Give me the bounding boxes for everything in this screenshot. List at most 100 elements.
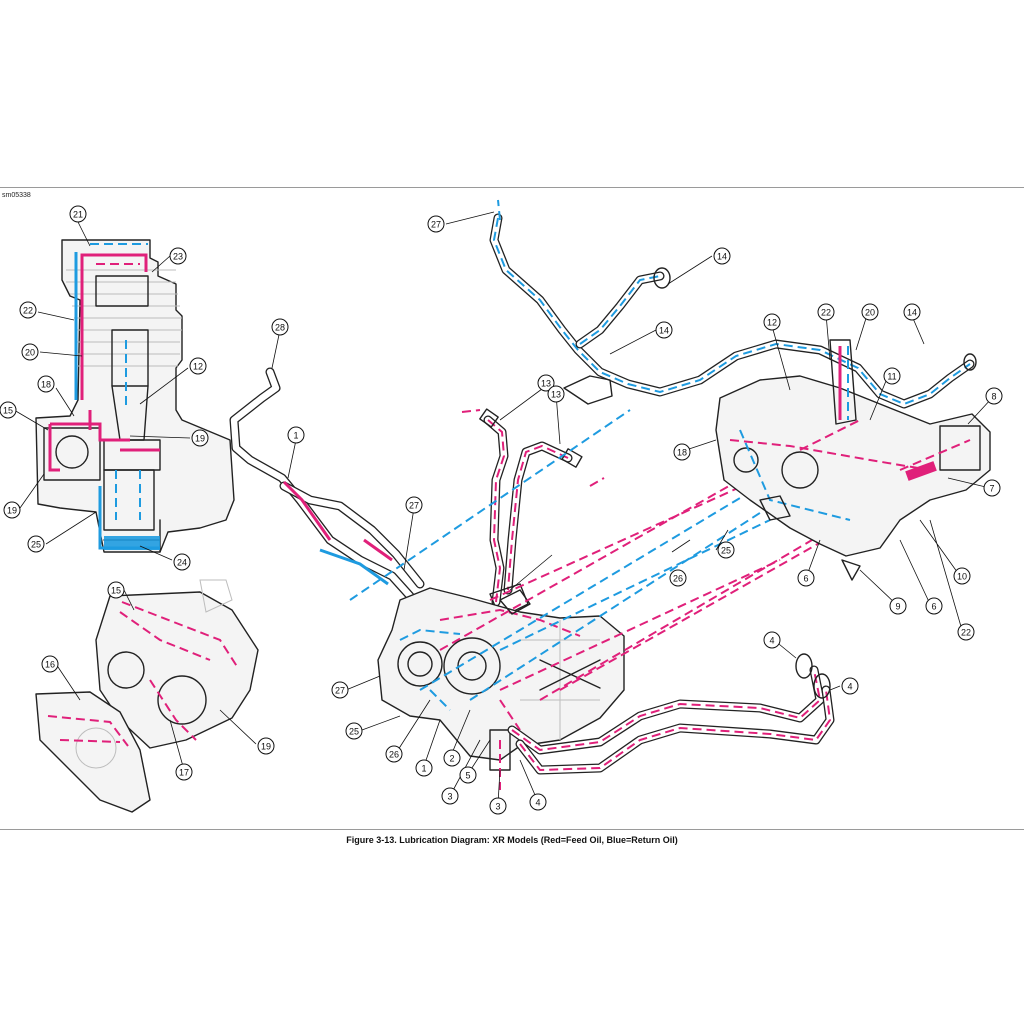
callout-22: 22 [19, 301, 37, 319]
callout-circle [441, 787, 459, 805]
callout-number: 10 [957, 572, 967, 582]
callout-circle [817, 303, 835, 321]
callout-number: 13 [551, 390, 561, 400]
callout-number: 7 [989, 484, 994, 494]
callout-9: 9 [889, 597, 907, 615]
callout-number: 1 [421, 764, 426, 774]
callout-23: 23 [169, 247, 187, 265]
main-crankcase [377, 587, 625, 790]
callout-circle [763, 313, 781, 331]
callout-19: 19 [191, 429, 209, 447]
callout-2: 2 [443, 749, 461, 767]
callout-number: 28 [275, 323, 285, 333]
callout-circle [169, 247, 187, 265]
callout-20: 20 [21, 343, 39, 361]
callout-number: 19 [195, 434, 205, 444]
callout-number: 6 [931, 602, 936, 612]
callout-number: 13 [541, 379, 551, 389]
callout-circle [669, 569, 687, 587]
callout-20: 20 [861, 303, 879, 321]
callout-number: 22 [23, 306, 33, 316]
callout-circle [763, 631, 781, 649]
callout-number: 25 [721, 546, 731, 556]
callout-circle [529, 793, 547, 811]
callout-circle [883, 367, 901, 385]
callout-27: 27 [405, 496, 423, 514]
callout-circle [21, 343, 39, 361]
callout-circle [925, 597, 943, 615]
callout-circle [985, 387, 1003, 405]
callout-18: 18 [37, 375, 55, 393]
callout-7: 7 [983, 479, 1001, 497]
callout-22: 22 [817, 303, 835, 321]
callout-circle [331, 681, 349, 699]
vent-hose [229, 367, 425, 601]
callout-number: 15 [3, 406, 13, 416]
callout-number: 14 [907, 308, 917, 318]
callout-6: 6 [797, 569, 815, 587]
callout-number: 18 [41, 380, 51, 390]
callout-circle [271, 318, 289, 336]
callouts: 2123222012181519192524151619172812727252… [0, 205, 1003, 815]
callout-circle [189, 357, 207, 375]
callout-circle [957, 623, 975, 641]
callout-11: 11 [883, 367, 901, 385]
callout-4: 4 [841, 677, 859, 695]
callout-circle [655, 321, 673, 339]
callout-circle [405, 496, 423, 514]
callout-circle [257, 737, 275, 755]
callout-circle [345, 722, 363, 740]
callout-4: 4 [529, 793, 547, 811]
callout-13: 13 [537, 374, 555, 392]
callout-number: 6 [803, 574, 808, 584]
callout-circle [69, 205, 87, 223]
callout-number: 23 [173, 252, 183, 262]
callout-26: 26 [385, 745, 403, 763]
callout-circle [191, 429, 209, 447]
callout-13: 13 [547, 385, 565, 403]
callout-1: 1 [415, 759, 433, 777]
cooler-hoses [507, 653, 835, 775]
callout-number: 22 [821, 308, 831, 318]
callout-circle [983, 479, 1001, 497]
callout-number: 4 [847, 682, 852, 692]
callout-circle [415, 759, 433, 777]
callout-14: 14 [713, 247, 731, 265]
engine-cutaway [35, 239, 235, 553]
callout-circle [107, 581, 125, 599]
callout-number: 25 [349, 727, 359, 737]
callout-19: 19 [257, 737, 275, 755]
callout-circle [713, 247, 731, 265]
callout-circle [41, 655, 59, 673]
callout-number: 27 [409, 501, 419, 511]
callout-3: 3 [441, 787, 459, 805]
crankcase-detail [35, 579, 259, 813]
callout-6: 6 [925, 597, 943, 615]
callout-19: 19 [3, 501, 21, 519]
callout-number: 14 [659, 326, 669, 336]
callout-number: 22 [961, 628, 971, 638]
callout-26: 26 [669, 569, 687, 587]
callout-circle [489, 797, 507, 815]
callout-circle [37, 375, 55, 393]
callout-25: 25 [717, 541, 735, 559]
callout-number: 19 [7, 506, 17, 516]
callout-circle [861, 303, 879, 321]
callout-circle [841, 677, 859, 695]
callout-number: 3 [495, 802, 500, 812]
callout-25: 25 [345, 722, 363, 740]
callout-number: 5 [465, 771, 470, 781]
image-id-label: sm05338 [2, 192, 31, 199]
callout-number: 2 [449, 754, 454, 764]
callout-circle [427, 215, 445, 233]
callout-number: 27 [431, 220, 441, 230]
callout-number: 20 [25, 348, 35, 358]
callout-circle [287, 426, 305, 444]
callout-24: 24 [173, 553, 191, 571]
callout-circle [797, 569, 815, 587]
callout-3: 3 [489, 797, 507, 815]
callout-circle [889, 597, 907, 615]
callout-8: 8 [985, 387, 1003, 405]
callout-circle [953, 567, 971, 585]
